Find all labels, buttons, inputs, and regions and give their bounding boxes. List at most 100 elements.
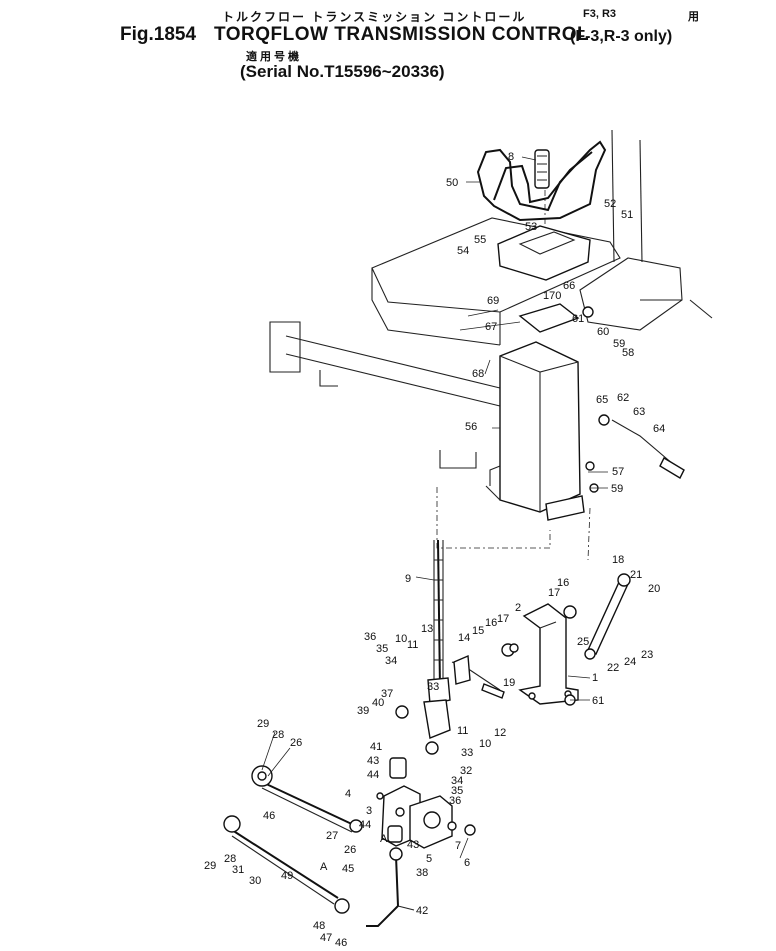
part-callout-59: 59: [613, 338, 625, 350]
part-callout-6: 6: [464, 857, 470, 869]
part-callout-13: 13: [421, 623, 433, 635]
japanese-title: トルクフロー トランスミッション コントロール: [222, 10, 527, 24]
part-callout-14: 14: [458, 632, 470, 644]
part-callout-26: 26: [344, 844, 356, 856]
part-callout-16: 16: [485, 617, 497, 629]
part-callout-31: 31: [232, 864, 244, 876]
serial-range: (Serial No.T15596~20336): [240, 62, 445, 81]
part-callout-22: 22: [607, 662, 619, 674]
japanese-variant: F3, R3: [583, 8, 617, 20]
part-callout-36: 36: [449, 795, 461, 807]
part-callout-64: 64: [653, 423, 665, 435]
part-callout-44: 44: [367, 769, 379, 781]
linkage-parts: [223, 306, 685, 927]
part-callout-35: 35: [376, 643, 388, 655]
part-callout-11: 11: [457, 725, 468, 737]
part-callout-50: 50: [446, 177, 458, 189]
part-callout-36: 36: [364, 631, 376, 643]
part-callout-16: 16: [557, 577, 569, 589]
part-callout-63: 63: [633, 406, 645, 418]
part-callout-46: 46: [263, 810, 275, 822]
part-callout-61: 61: [592, 695, 604, 707]
part-callout-51: 51: [621, 209, 633, 221]
figure-header: Fig.1854 トルクフロー トランスミッション コントロール F3, R3 …: [0, 0, 776, 95]
part-callout-2: 2: [515, 602, 521, 614]
part-callout-66: 66: [563, 280, 575, 292]
part-callout-10: 10: [479, 738, 491, 750]
english-title: TORQFLOW TRANSMISSION CONTROL: [214, 24, 590, 45]
part-callout-34: 34: [385, 655, 397, 667]
part-callout-24: 24: [624, 656, 636, 668]
part-callout-60: 60: [597, 326, 609, 338]
part-callout-46: 46: [335, 937, 347, 949]
part-callout-25: 25: [577, 636, 589, 648]
part-callout-28: 28: [272, 729, 284, 741]
part-callout-4: 4: [345, 788, 351, 800]
part-callout-170: 170: [543, 290, 561, 302]
part-callout-5: 5: [426, 853, 432, 865]
part-callout-69: 69: [487, 295, 499, 307]
part-callout-A: A: [380, 833, 388, 845]
part-callout-43: 43: [407, 839, 419, 851]
part-callout-38: 38: [416, 867, 428, 879]
japanese-serial-label: 適用号機: [246, 51, 302, 63]
part-callout-3: 3: [366, 805, 372, 817]
part-callout-58: 58: [622, 347, 634, 359]
part-callout-42: 42: [416, 905, 428, 917]
part-callout-53: 53: [525, 221, 537, 233]
part-callout-57: 57: [612, 466, 624, 478]
part-callout-43: 43: [367, 755, 379, 767]
part-callout-15: 15: [472, 625, 484, 637]
part-callout-17: 17: [497, 613, 509, 625]
part-callout-52: 52: [604, 198, 616, 210]
part-callout-30: 30: [249, 875, 261, 887]
part-callout-29: 29: [257, 718, 269, 730]
part-callout-33: 33: [461, 747, 473, 759]
part-callout-1: 1: [592, 672, 598, 684]
part-callout-28: 28: [224, 853, 236, 865]
part-callout-61: 61: [572, 313, 584, 325]
part-callout-9: 9: [405, 573, 411, 585]
part-callout-8: 8: [508, 151, 514, 163]
part-callout-48: 48: [313, 920, 325, 932]
part-callout-A: A: [320, 861, 328, 873]
part-callout-65: 65: [596, 394, 608, 406]
part-callout-34: 34: [451, 775, 463, 787]
console-body: [269, 129, 713, 561]
part-callout-56: 56: [465, 421, 477, 433]
part-callout-27: 27: [326, 830, 338, 842]
part-callout-40: 40: [372, 697, 384, 709]
part-callout-49: 49: [281, 870, 293, 882]
part-callout-44: 44: [359, 819, 371, 831]
part-callout-47: 47: [320, 932, 332, 944]
part-callout-67: 67: [485, 321, 497, 333]
shift-guide: [476, 140, 607, 222]
part-callout-12: 12: [494, 727, 506, 739]
part-callout-20: 20: [648, 583, 660, 595]
part-callout-26: 26: [290, 737, 302, 749]
part-callout-59: 59: [611, 483, 623, 495]
part-callout-33: 33: [427, 681, 439, 693]
part-callout-62: 62: [617, 392, 629, 404]
part-callout-29: 29: [204, 860, 216, 872]
part-callout-18: 18: [612, 554, 624, 566]
figure-number: Fig.1854: [120, 24, 197, 45]
part-callout-17: 17: [548, 587, 560, 599]
part-callout-55: 55: [474, 234, 486, 246]
part-callout-45: 45: [342, 863, 354, 875]
part-callout-32: 32: [460, 765, 472, 777]
variant-note: (F-3,R-3 only): [570, 28, 673, 45]
part-callout-37: 37: [381, 688, 393, 700]
part-callout-68: 68: [472, 368, 484, 380]
part-callout-35: 35: [451, 785, 463, 797]
part-callout-54: 54: [457, 245, 469, 257]
part-callout-19: 19: [503, 677, 515, 689]
part-callout-41: 41: [370, 741, 382, 753]
part-callout-39: 39: [357, 705, 369, 717]
part-callout-23: 23: [641, 649, 653, 661]
part-callout-11: 11: [407, 639, 418, 651]
part-callout-21: 21: [630, 569, 642, 581]
part-callout-7: 7: [455, 840, 461, 852]
